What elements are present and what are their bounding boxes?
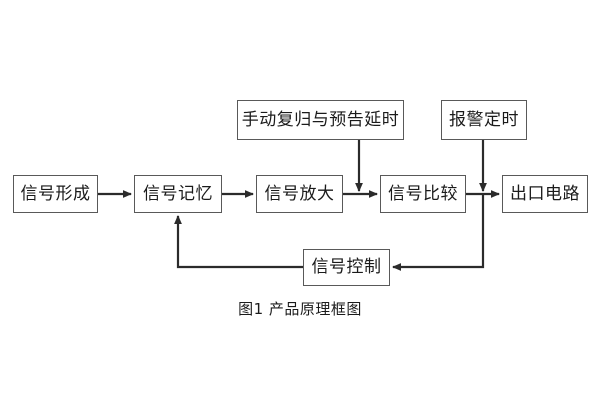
node-output-circuit[interactable]: 出口电路 — [502, 175, 588, 213]
node-label: 信号放大 — [264, 183, 335, 204]
node-signal-compare[interactable]: 信号比较 — [380, 175, 466, 213]
node-signal-amplify[interactable]: 信号放大 — [256, 175, 343, 213]
node-signal-control[interactable]: 信号控制 — [303, 249, 390, 286]
node-label: 报警定时 — [449, 109, 519, 130]
node-label: 信号形成 — [20, 183, 91, 204]
node-alarm-timer[interactable]: 报警定时 — [441, 100, 527, 140]
figure-caption: 图1 产品原理框图 — [238, 300, 362, 318]
connector-control-to-memory — [174, 215, 303, 269]
node-signal-memory[interactable]: 信号记忆 — [134, 175, 222, 213]
connector-compare-to-control — [392, 194, 485, 271]
node-label: 出口电路 — [510, 183, 580, 204]
node-label: 信号记忆 — [143, 183, 213, 204]
node-label: 手动复归与预告延时 — [241, 109, 400, 130]
node-label: 信号比较 — [388, 183, 458, 204]
node-label: 信号控制 — [311, 257, 382, 277]
node-signal-forming[interactable]: 信号形成 — [13, 175, 98, 213]
node-manual-reset-delay[interactable]: 手动复归与预告延时 — [237, 100, 404, 140]
